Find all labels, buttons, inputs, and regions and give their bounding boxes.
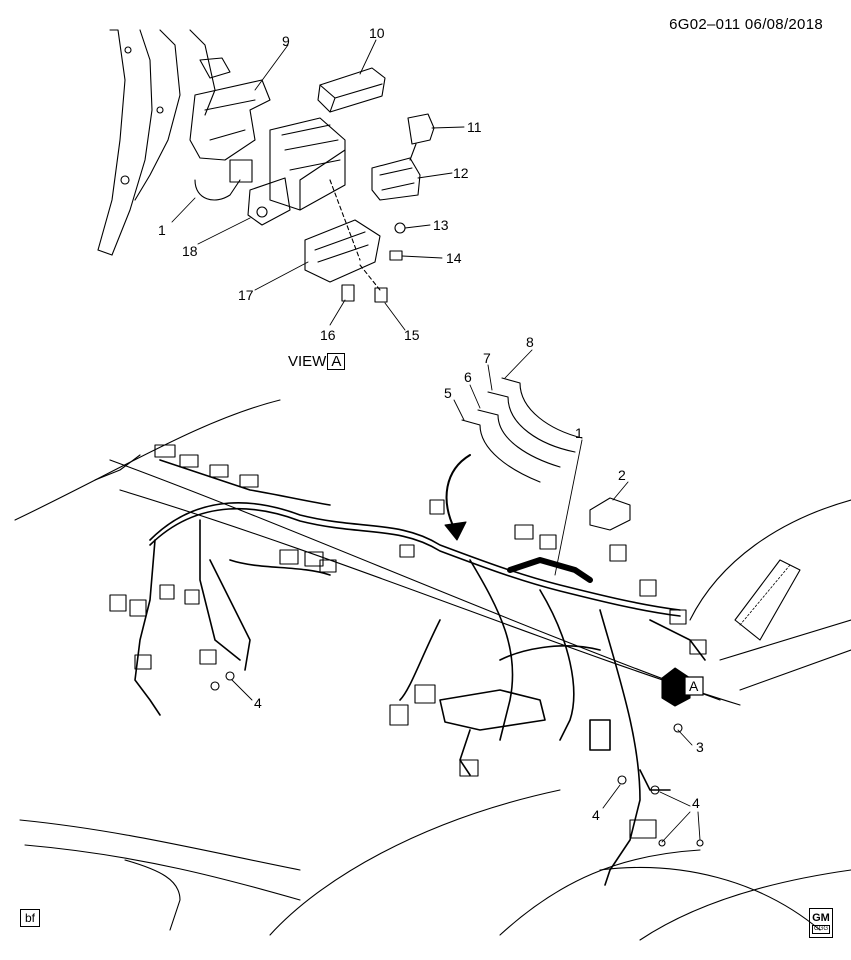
callout-9: 9 xyxy=(282,33,290,49)
callout-18: 18 xyxy=(182,243,198,259)
callout-4-center: 4 xyxy=(592,807,600,823)
callout-15: 15 xyxy=(404,327,420,343)
gm-logo-top: GM xyxy=(812,911,830,924)
direction-arrow xyxy=(445,454,471,531)
leader-lines xyxy=(171,39,701,843)
callout-4-left: 4 xyxy=(254,695,262,711)
view-a-marker-box xyxy=(684,676,704,696)
view-a-arrow xyxy=(661,667,691,707)
diagram-reference: 6G02–011 06/08/2018 xyxy=(669,16,823,33)
strap-parts-5-8 xyxy=(461,377,583,483)
fasteners xyxy=(210,671,704,847)
callout-6: 6 xyxy=(464,369,472,385)
callout-3: 3 xyxy=(696,739,704,755)
callout-labels: 1 2 3 4 4 4 4 5 6 7 8 9 10 11 12 13 14 1… xyxy=(158,25,704,823)
callout-12: 12 xyxy=(453,165,469,181)
gm-logo-bottom: GGG xyxy=(811,924,830,934)
callout-7: 7 xyxy=(483,350,491,366)
callout-8: 8 xyxy=(526,334,534,350)
footer-code: bf xyxy=(20,909,41,927)
callout-2: 2 xyxy=(618,467,626,483)
view-a-detail xyxy=(97,29,435,303)
callout-1-lower: 1 xyxy=(575,425,583,441)
gm-logo: GM GGG xyxy=(809,908,833,938)
vehicle-body-outline xyxy=(14,399,851,941)
main-harness xyxy=(134,459,706,886)
callout-4-right: 4 xyxy=(692,795,700,811)
view-a-caption: VIEW A xyxy=(288,353,346,370)
callout-17: 17 xyxy=(238,287,254,303)
callout-5: 5 xyxy=(444,385,452,401)
callout-14: 14 xyxy=(446,250,462,266)
view-a-marker-letter: A xyxy=(689,678,699,694)
view-caption-text: VIEW xyxy=(288,353,327,370)
clip-part-2 xyxy=(589,497,631,531)
callout-1-upper: 1 xyxy=(158,222,166,238)
harness-connectors xyxy=(109,444,707,839)
callout-16: 16 xyxy=(320,327,336,343)
callout-11: 11 xyxy=(467,119,482,135)
callout-10: 10 xyxy=(369,25,385,41)
view-caption-letter: A xyxy=(327,353,346,370)
callout-13: 13 xyxy=(433,217,449,233)
